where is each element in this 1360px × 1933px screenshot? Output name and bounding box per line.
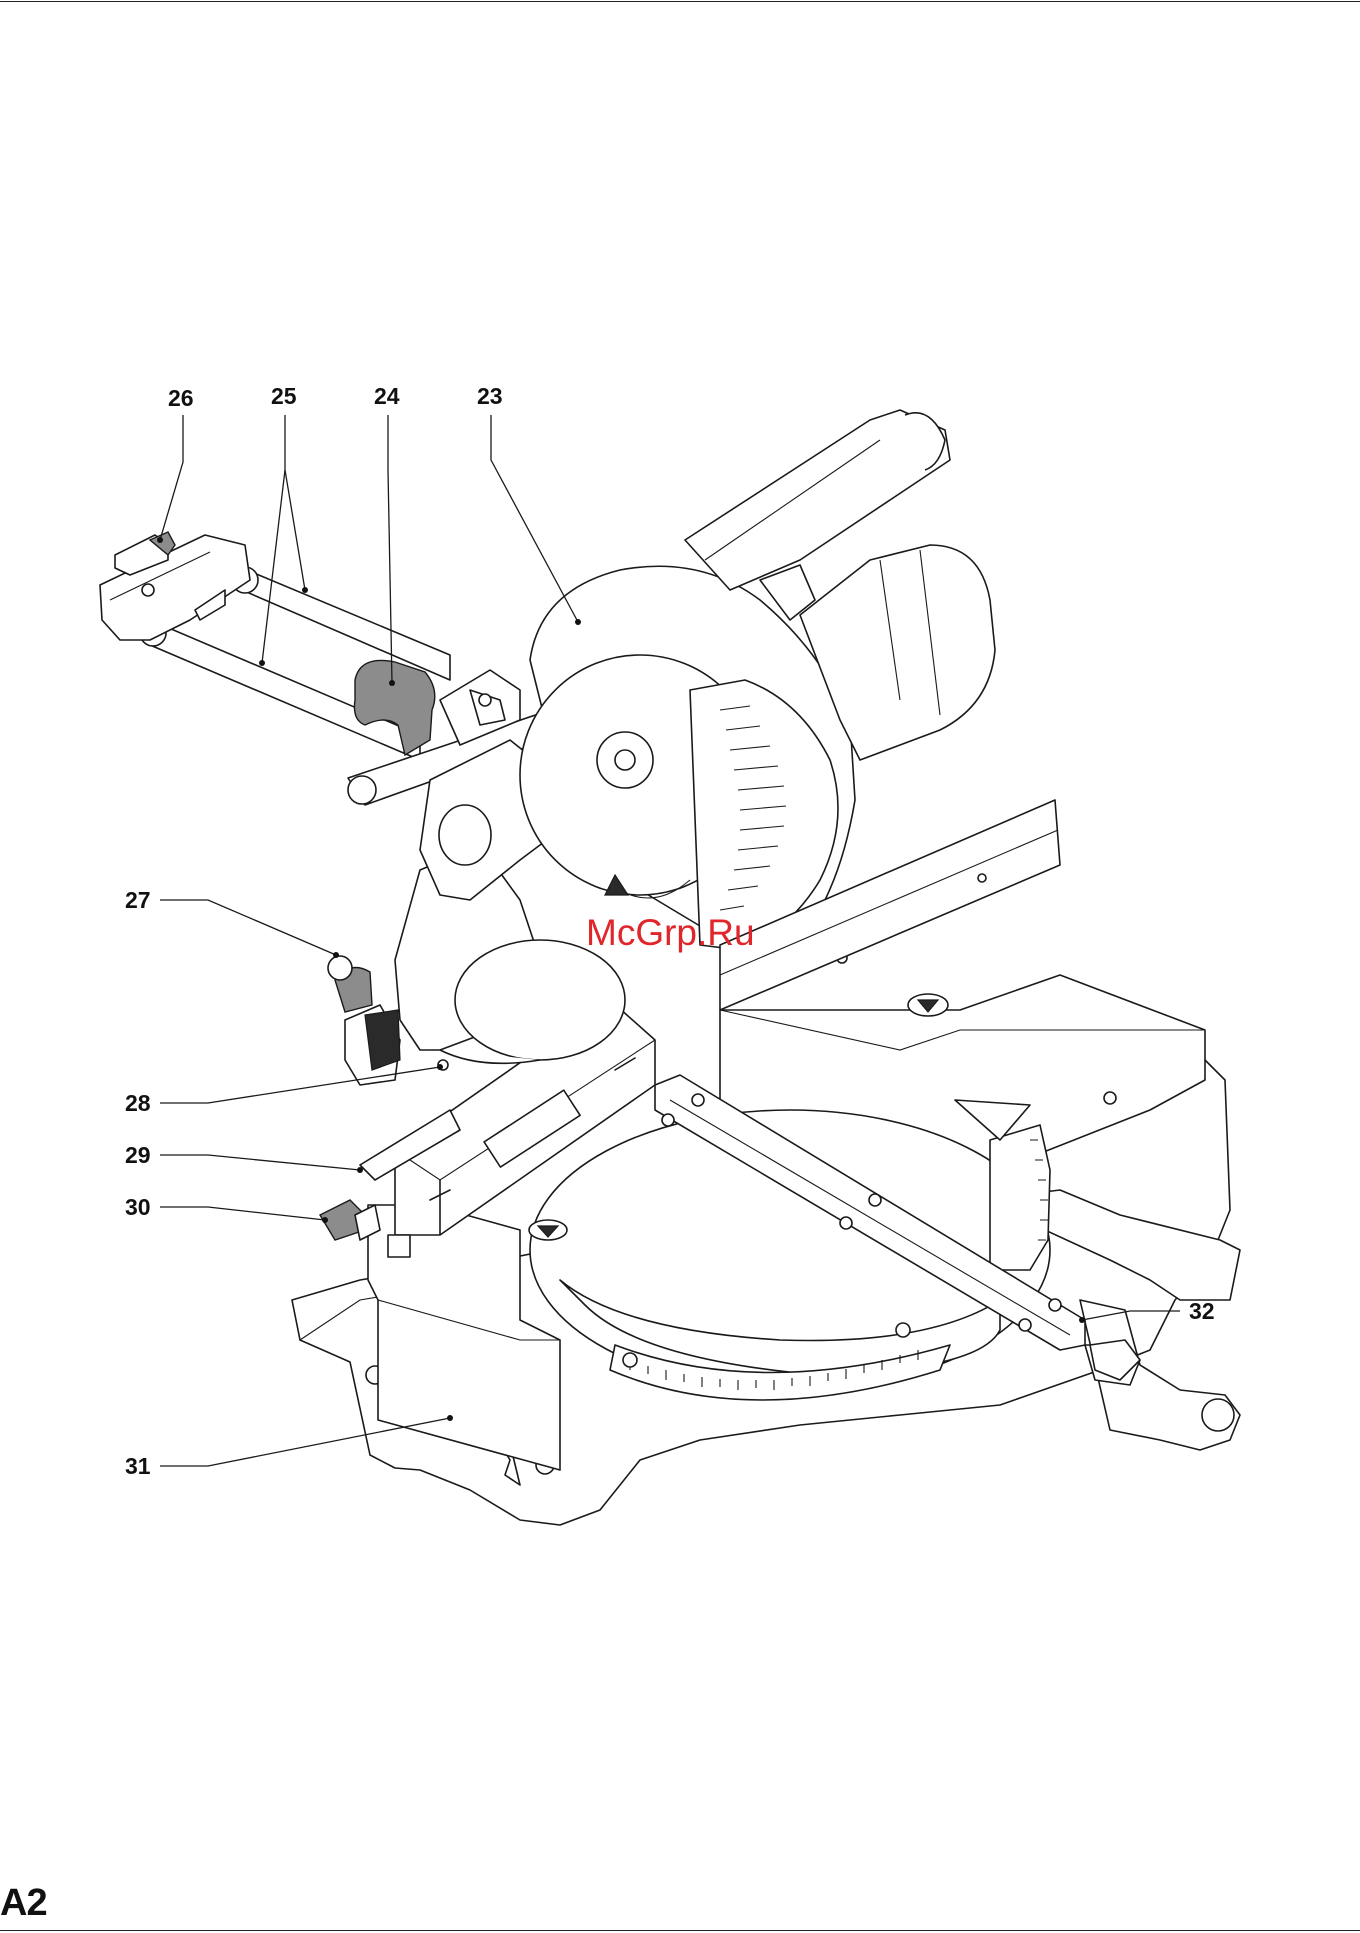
callout-24: 24 <box>374 385 400 408</box>
watermark: McGrp.Ru <box>586 914 755 951</box>
page-number: A2 <box>0 1884 47 1922</box>
callout-27: 27 <box>125 889 151 912</box>
callout-23: 23 <box>477 385 503 408</box>
callout-29: 29 <box>125 1144 151 1167</box>
callout-25: 25 <box>271 385 297 408</box>
callout-28: 28 <box>125 1092 151 1115</box>
callout-32: 32 <box>1189 1300 1215 1323</box>
callout-31: 31 <box>125 1455 151 1478</box>
bottom-rule <box>0 1930 1360 1931</box>
callout-30: 30 <box>125 1196 151 1219</box>
callout-26: 26 <box>168 387 194 410</box>
